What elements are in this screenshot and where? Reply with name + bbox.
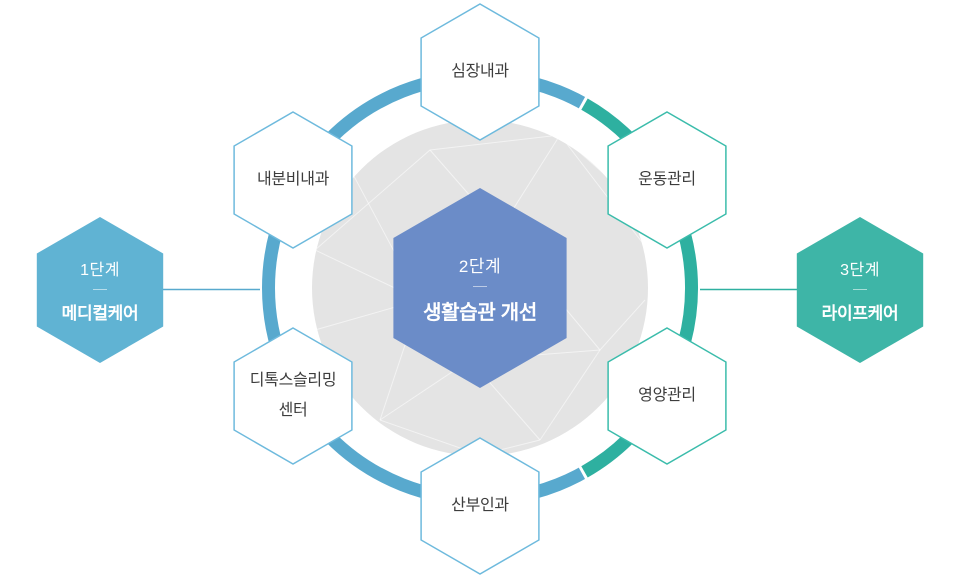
- hexagon-detox: [233, 327, 353, 465]
- hexagon-cardiology: [420, 3, 540, 141]
- hexagon-endocrine: [233, 111, 353, 249]
- hexagon-stage2-center: [393, 188, 567, 388]
- hexagon-stage3: [796, 217, 924, 363]
- hexagon-nutrition: [607, 327, 727, 465]
- hexagon-stage1: [36, 217, 164, 363]
- hexagon-exercise: [607, 111, 727, 249]
- hexagon-obgyn: [420, 437, 540, 575]
